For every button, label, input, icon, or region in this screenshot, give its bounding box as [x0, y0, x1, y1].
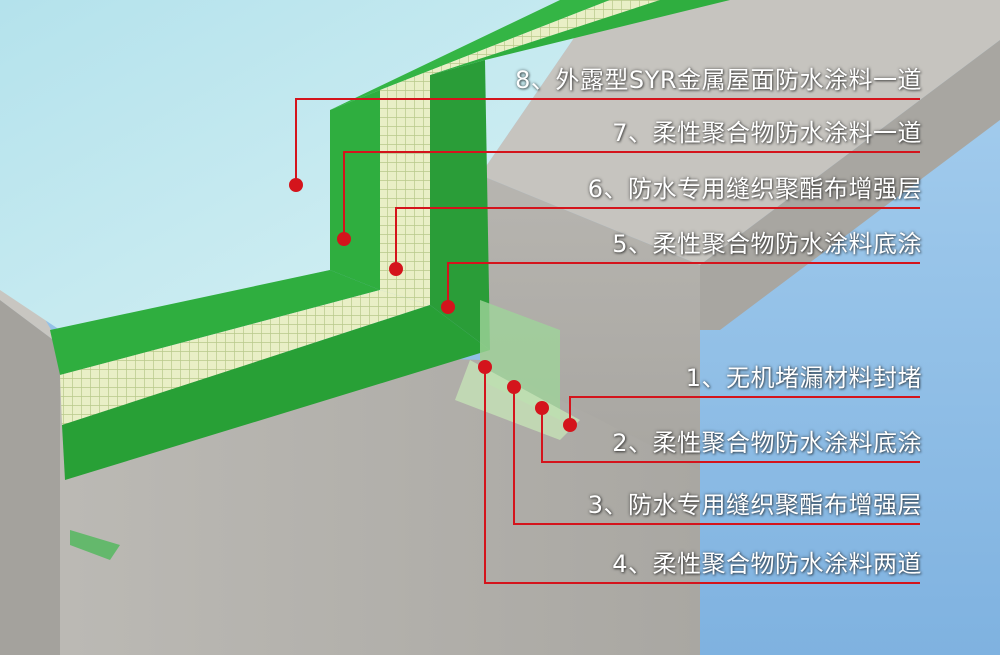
marker-dot-1 — [563, 418, 577, 432]
leader-dots — [289, 178, 577, 432]
marker-dot-6 — [389, 262, 403, 276]
mesh-band-floor — [60, 290, 430, 425]
green-band-vertical-outer — [330, 90, 380, 290]
label-layer-4: 4、柔性聚合物防水涂料两道 — [612, 550, 922, 578]
leader-line-8 — [295, 98, 920, 185]
label-layer-3: 3、防水专用缝织聚酯布增强层 — [587, 491, 922, 519]
leader-line-7 — [343, 151, 920, 239]
label-layer-8: 8、外露型SYR金属屋面防水涂料一道 — [515, 66, 922, 94]
label-layer-5: 5、柔性聚合物防水涂料底涂 — [612, 230, 922, 258]
marker-dot-4 — [478, 360, 492, 374]
left-wall-face — [0, 300, 60, 655]
leader-lines — [295, 98, 920, 584]
parapet-side — [700, 40, 1000, 330]
marker-dot-8 — [289, 178, 303, 192]
leader-line-2 — [541, 408, 920, 463]
leader-line-5 — [447, 262, 920, 307]
leader-line-6 — [395, 207, 920, 269]
mesh-band-vertical — [380, 75, 430, 305]
marker-dot-7 — [337, 232, 351, 246]
leader-line-3 — [513, 387, 920, 525]
label-layer-7: 7、柔性聚合物防水涂料一道 — [612, 119, 922, 147]
joint-patch-floor — [455, 360, 580, 440]
parapet-top — [480, 0, 1000, 265]
mesh-strip-top — [380, 0, 660, 90]
green-band-vertical-inner — [430, 60, 490, 350]
floor-green-patch — [70, 530, 120, 560]
marker-dot-5 — [441, 300, 455, 314]
leader-line-1 — [569, 396, 920, 425]
label-layer-2: 2、柔性聚合物防水涂料底涂 — [612, 429, 922, 457]
green-band-floor-inner — [62, 305, 490, 480]
green-band-floor-outer — [50, 270, 380, 375]
marker-dot-2 — [535, 401, 549, 415]
label-layer-1: 1、无机堵漏材料封堵 — [685, 364, 922, 392]
leader-line-4 — [484, 367, 920, 584]
label-layer-6: 6、防水专用缝织聚酯布增强层 — [587, 175, 922, 203]
marker-dot-3 — [507, 380, 521, 394]
